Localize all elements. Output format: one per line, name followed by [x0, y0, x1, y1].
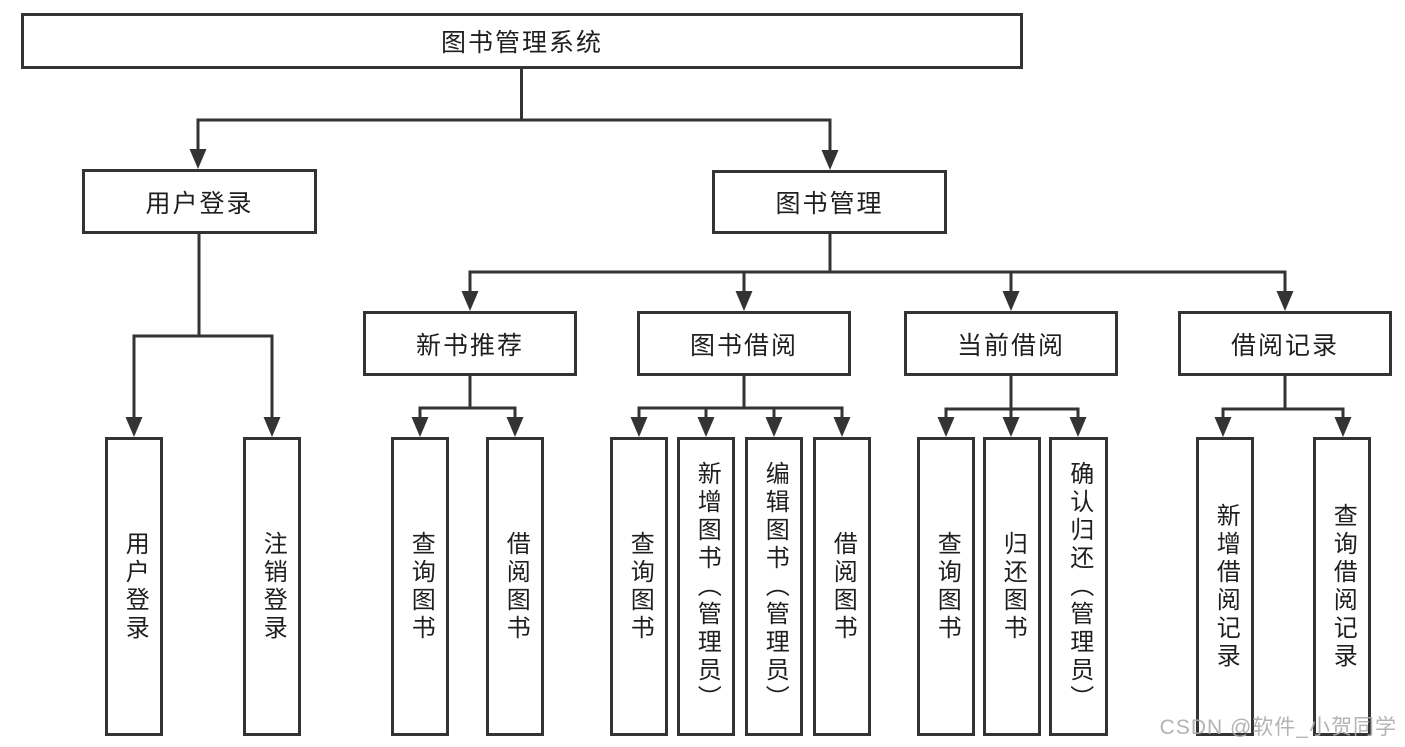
node-borrow-records-label: 借阅记录	[1230, 331, 1339, 360]
node-new-book-recommend: 新书推荐	[363, 311, 577, 376]
node-user-login: 用户登录	[82, 169, 317, 234]
node-user-login-action-label: 用户登录	[121, 530, 149, 643]
node-add-book-admin: 新增图书（管理员）	[677, 437, 735, 736]
node-confirm-return-admin: 确认归还（管理员）	[1049, 437, 1108, 736]
node-logout-action: 注销登录	[243, 437, 301, 736]
node-edit-book-admin-label: 编辑图书（管理员）	[761, 460, 789, 713]
node-user-login-action: 用户登录	[105, 437, 163, 736]
node-query-books-recommend-label: 查询图书	[407, 530, 435, 643]
node-query-books-borrow: 查询图书	[610, 437, 668, 736]
node-borrow-books-action: 借阅图书	[813, 437, 871, 736]
node-logout-action-label: 注销登录	[259, 530, 287, 643]
node-query-books-borrow-label: 查询图书	[626, 530, 654, 643]
connector-root	[189, 69, 839, 170]
node-query-borrow-record: 查询借阅记录	[1313, 437, 1371, 736]
node-book-borrow: 图书借阅	[637, 311, 851, 376]
node-borrow-books-action-label: 借阅图书	[829, 530, 857, 643]
node-add-borrow-record: 新增借阅记录	[1196, 437, 1254, 736]
node-borrow-books-recommend-label: 借阅图书	[502, 530, 530, 643]
node-current-borrow: 当前借阅	[904, 311, 1118, 376]
node-return-book: 归还图书	[983, 437, 1041, 736]
connector-book-borrow	[630, 376, 851, 437]
node-add-book-admin-label: 新增图书（管理员）	[693, 460, 721, 713]
node-library-management-system-label: 图书管理系统	[440, 29, 603, 57]
watermark: CSDN @软件_小贺同学	[1159, 716, 1397, 739]
connector-current-borrow	[937, 376, 1087, 437]
node-current-borrow-label: 当前借阅	[956, 331, 1065, 360]
connector-user-login	[125, 233, 281, 437]
node-borrow-records: 借阅记录	[1178, 311, 1392, 376]
node-query-books-recommend: 查询图书	[391, 437, 449, 736]
node-query-borrow-record-label: 查询借阅记录	[1329, 502, 1357, 671]
node-confirm-return-admin-label: 确认归还（管理员）	[1065, 460, 1093, 713]
node-book-management-label: 图书管理	[775, 190, 884, 218]
node-book-management: 图书管理	[712, 170, 947, 234]
node-book-borrow-label: 图书借阅	[689, 331, 798, 360]
node-query-books-current: 查询图书	[917, 437, 975, 736]
node-return-book-label: 归还图书	[999, 530, 1027, 643]
node-user-login-label: 用户登录	[145, 189, 254, 218]
node-new-book-recommend-label: 新书推荐	[415, 331, 524, 360]
connector-borrow-records	[1214, 376, 1352, 437]
connector-book-management	[461, 234, 1294, 311]
node-library-management-system: 图书管理系统	[21, 13, 1023, 69]
node-edit-book-admin: 编辑图书（管理员）	[745, 437, 803, 736]
connector-new-book-recommend	[411, 376, 524, 437]
node-query-books-current-label: 查询图书	[933, 530, 961, 643]
node-add-borrow-record-label: 新增借阅记录	[1212, 502, 1240, 671]
node-borrow-books-recommend: 借阅图书	[486, 437, 544, 736]
